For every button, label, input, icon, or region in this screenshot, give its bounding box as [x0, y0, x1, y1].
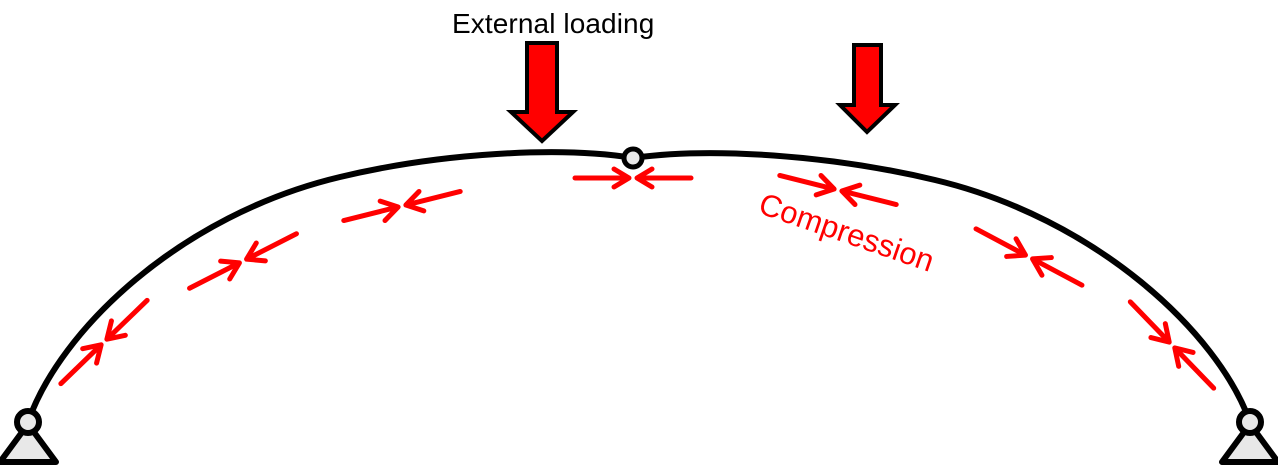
- external-loading-label: External loading: [452, 8, 655, 39]
- compression-arrow-right: [1030, 255, 1085, 288]
- right-support-triangle: [1219, 421, 1278, 465]
- compression-arrow-left: [187, 258, 242, 291]
- compression-arrow-right: [104, 297, 150, 342]
- compression-pair-left-2: [187, 231, 299, 291]
- compression-arrow-right: [403, 188, 463, 214]
- arch-curve: [25, 149, 1253, 425]
- compression-arrow-right: [244, 231, 299, 264]
- compression-arrow-right: [839, 182, 899, 208]
- arch-curve-group: [25, 149, 1253, 425]
- compression-arrow-left: [1127, 299, 1172, 345]
- left-support-triangle: [0, 421, 59, 465]
- crown-hinge-icon: [621, 146, 645, 170]
- compression-pair-left-1: [341, 188, 463, 224]
- right-pin-support: [1219, 408, 1278, 465]
- compression-arrow-left: [777, 172, 837, 198]
- left-support-pin-icon: [14, 408, 42, 436]
- compression-pair-right-3: [1127, 299, 1217, 391]
- compression-arrow-right: [634, 166, 694, 190]
- load-arrow-2-icon: [835, 43, 900, 135]
- compression-arrow-left: [572, 166, 632, 190]
- compression-pair-right-1: [777, 172, 899, 208]
- left-pin-support: [0, 408, 59, 465]
- compression-arrow-left: [341, 198, 401, 224]
- compression-arrow-right: [1172, 345, 1217, 391]
- compression-arrow-left: [58, 342, 104, 387]
- load-arrow-1-icon: [505, 41, 579, 144]
- compression-arrow-left: [973, 226, 1028, 259]
- compression-pair-right-2: [973, 226, 1085, 288]
- compression-pair-left-3: [58, 297, 150, 387]
- right-support-pin-icon: [1236, 408, 1264, 436]
- compression-pair-crown: [572, 166, 694, 190]
